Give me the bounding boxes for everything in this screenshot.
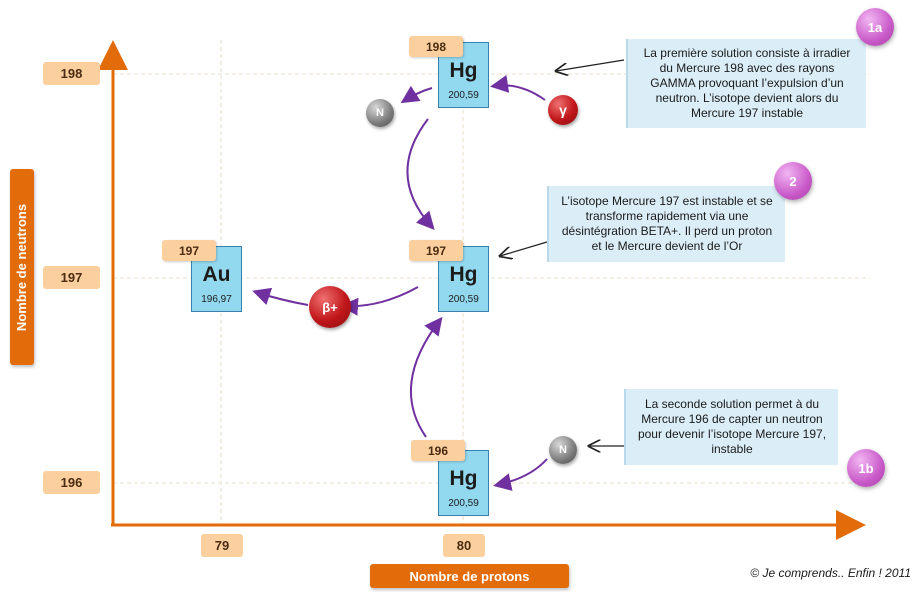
note-text: La première solution consiste à irradier… [643, 46, 851, 120]
element-mass: 200,59 [448, 90, 479, 101]
x-tick-80: 80 [443, 534, 485, 557]
callout-arrow-2 [500, 241, 548, 256]
note-text: L’isotope Mercure 197 est instable et se… [561, 194, 773, 253]
note-step-2: L’isotope Mercure 197 est instable et se… [547, 186, 785, 262]
neutron-particle-bottom: N [549, 436, 577, 464]
arrow-hg198-to-hg197 [406, 118, 435, 230]
element-symbol: Hg [449, 263, 478, 286]
step-badge-1a: 1a [856, 8, 894, 46]
element-card-hg197: Hg 200,59 [438, 246, 489, 312]
x-axis-title-text: Nombre de protons [409, 568, 530, 584]
callout-arrow-1a [556, 59, 625, 71]
note-step-1a: La première solution consiste à irradier… [626, 39, 866, 128]
arrow-hg196-to-hg197 [409, 316, 443, 438]
note-step-1b: La seconde solution permet à du Mercure … [624, 389, 838, 465]
element-symbol: Hg [449, 59, 478, 82]
beta-plus-particle: β+ [309, 286, 351, 328]
neutron-particle-top: N [366, 99, 394, 127]
y-tick-197: 197 [43, 266, 100, 289]
arrow-gamma-to-hg198 [490, 74, 546, 101]
copyright-credit: © Je comprends.. Enfin ! 2011 [750, 566, 911, 580]
arrow-hg198-to-neutron [400, 85, 433, 104]
arrow-hg197-to-au [340, 286, 419, 316]
y-axis-title: Nombre de neutrons [10, 169, 34, 365]
note-text: La seconde solution permet à du Mercure … [637, 397, 827, 456]
arrow-neutron-to-hg196 [493, 458, 548, 491]
element-card-hg198: Hg 200,59 [438, 42, 489, 108]
y-tick-196: 196 [43, 471, 100, 494]
x-axis-title: Nombre de protons [370, 564, 569, 588]
element-mass: 200,59 [448, 294, 479, 305]
step-badge-1b: 1b [847, 449, 885, 487]
element-mass: 196,97 [201, 294, 232, 305]
isotope-tag-hg197: 197 [409, 240, 463, 261]
gamma-particle: γ [548, 95, 578, 125]
element-symbol: Hg [449, 467, 478, 490]
isotope-tag-au197: 197 [162, 240, 216, 261]
y-tick-198: 198 [43, 62, 100, 85]
element-symbol: Au [202, 263, 231, 286]
isotope-tag-hg198: 198 [409, 36, 463, 57]
step-badge-2: 2 [774, 162, 812, 200]
y-axis-title-text: Nombre de neutrons [14, 203, 30, 331]
arrow-beta-to-au [252, 287, 309, 306]
element-mass: 200,59 [448, 498, 479, 509]
isotope-tag-hg196: 196 [411, 440, 465, 461]
x-tick-79: 79 [201, 534, 243, 557]
